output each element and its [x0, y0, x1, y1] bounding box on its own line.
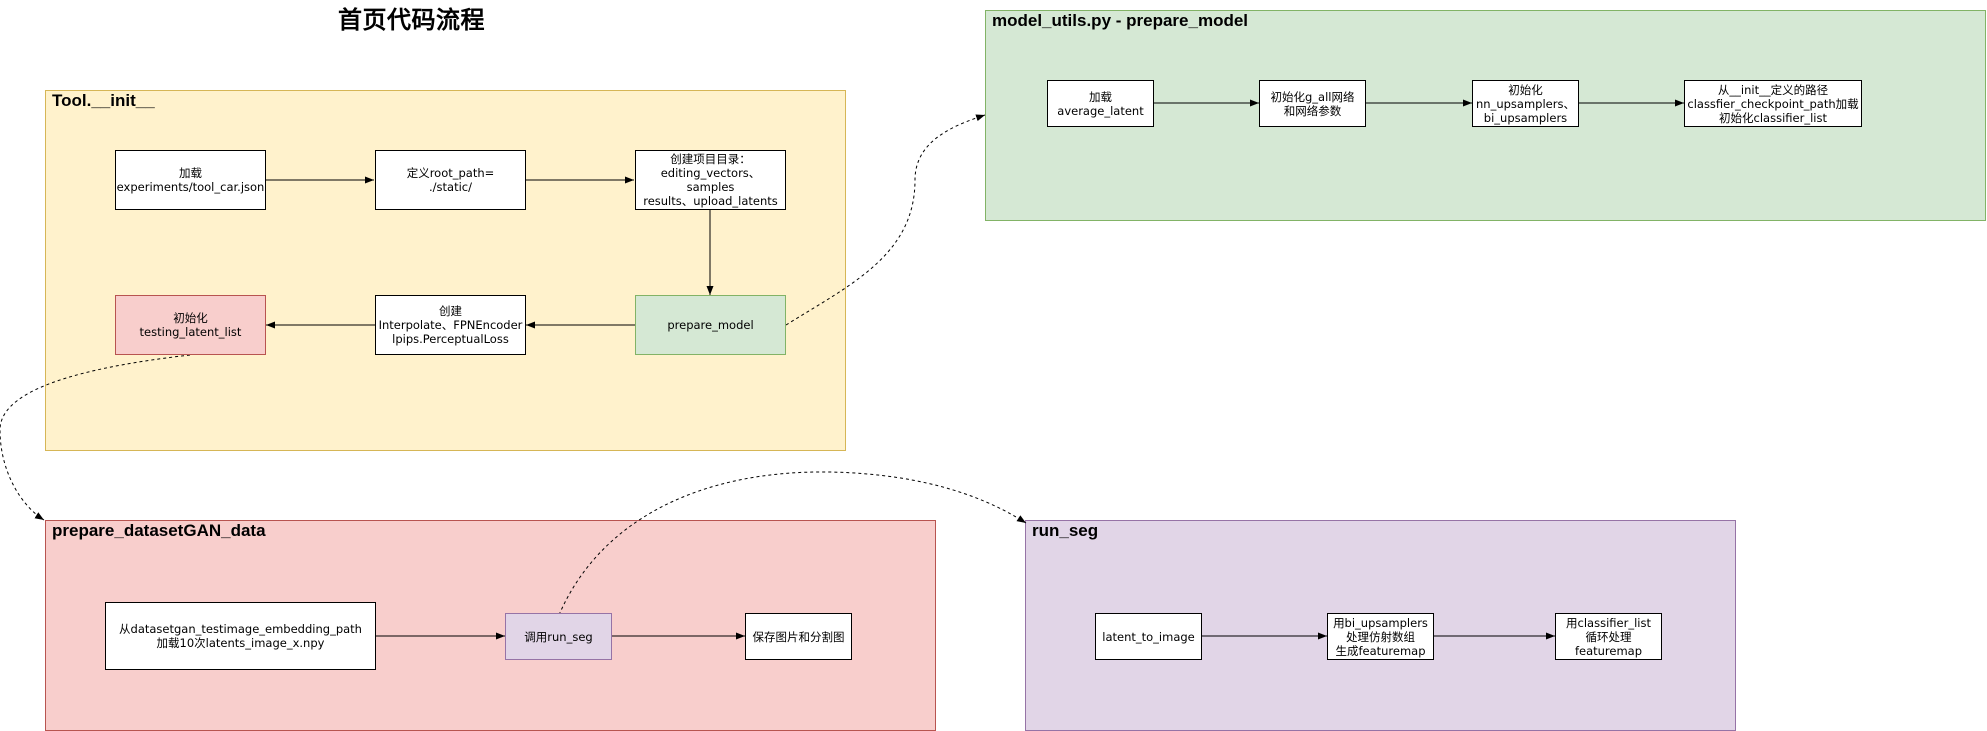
group-title-run-seg: run_seg: [1032, 521, 1099, 540]
node-call-run-seg: 调用run_seg: [505, 613, 612, 660]
node-classifier-loop: 用classifier_list 循环处理 featuremap: [1555, 613, 1662, 660]
group-title-prepare-model: model_utils.py - prepare_model: [992, 11, 1249, 30]
node-init-classifier: 从__init__定义的路径 classfier_checkpoint_path…: [1684, 80, 1862, 127]
node-init-testing-latent: 初始化 testing_latent_list: [115, 295, 266, 355]
node-root-path: 定义root_path= ./static/: [375, 150, 526, 210]
node-latent-to-image: latent_to_image: [1095, 613, 1202, 660]
node-bi-upsample: 用bi_upsamplers 处理仿射数组 生成featuremap: [1327, 613, 1434, 660]
group-title-tool-init: Tool.__init__: [52, 91, 155, 110]
node-create-dirs: 创建项目目录： editing_vectors、samples results、…: [635, 150, 786, 210]
node-save-images: 保存图片和分割图: [745, 613, 852, 660]
node-init-g-all: 初始化g_all网络 和网络参数: [1259, 80, 1366, 127]
group-title-prepare-datasetgan-data: prepare_datasetGAN_data: [52, 521, 266, 540]
page-title: 首页代码流程: [338, 6, 485, 34]
node-load-config: 加载 experiments/tool_car.json: [115, 150, 266, 210]
node-load-average-latent: 加载average_latent: [1047, 80, 1154, 127]
node-create-modules: 创建 Interpolate、FPNEncoder lpips.Perceptu…: [375, 295, 526, 355]
node-prepare-model: prepare_model: [635, 295, 786, 355]
node-init-upsamplers: 初始化 nn_upsamplers、 bi_upsamplers: [1472, 80, 1579, 127]
group-tool-init: Tool.__init__: [45, 90, 846, 451]
node-load-latents: 从datasetgan_testimage_embedding_path 加载1…: [105, 602, 376, 670]
